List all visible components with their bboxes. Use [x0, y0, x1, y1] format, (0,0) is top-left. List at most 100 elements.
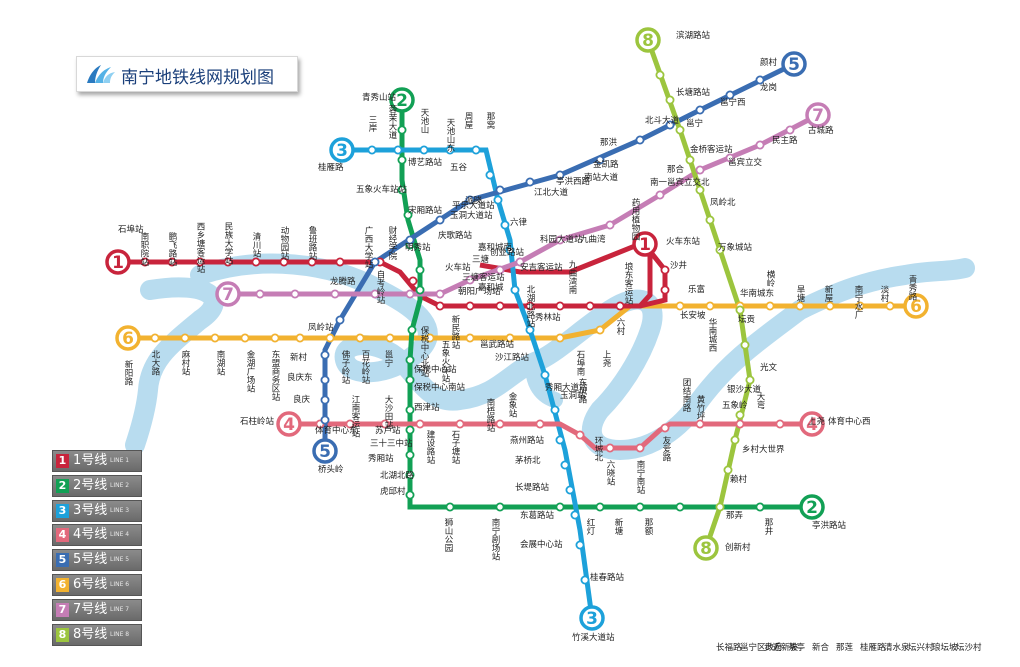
station-dot-line-3 [575, 540, 585, 550]
station-dot-line-2 [405, 375, 415, 385]
station-dot-line-4 [735, 419, 745, 429]
station-dot-line-6 [795, 301, 805, 311]
station-dot-line-7 [695, 165, 705, 175]
terminal-badge-line-7: 7 [805, 102, 831, 128]
station-label: 龙岗 [760, 82, 777, 93]
station-dot-line-6 [270, 333, 280, 343]
station-label: 五象岭 [722, 400, 748, 411]
terminal-badge-line-2: 2 [799, 494, 825, 520]
station-dot-line-2 [405, 405, 415, 415]
station-label: 六村 [615, 317, 625, 335]
station-label: 亭洪西路 [556, 176, 591, 187]
station-dot-line-3 [525, 325, 535, 335]
station-dot-line-2 [445, 502, 455, 512]
station-dot-line-3 [555, 435, 565, 445]
legend-swatch: 4 [56, 528, 69, 543]
station-dot-line-5 [665, 120, 675, 130]
station-label: 邕宁 [383, 349, 393, 367]
station-dot-line-8 [740, 340, 750, 350]
station-label: 西乡塘客运站 [195, 222, 205, 274]
station-label: 亭洪路站 [812, 520, 847, 531]
station-dot-line-7 [555, 235, 565, 245]
station-label: 天池山 [419, 108, 429, 134]
station-dot-line-4 [345, 419, 355, 429]
station-dot-line-2 [415, 265, 425, 275]
station-label: 南宁南站 [635, 459, 645, 495]
legend-line-name: 8号线 [73, 626, 108, 642]
station-label: 秀林站 [535, 312, 561, 323]
terminal-badge-line-7: 7 [215, 281, 241, 307]
station-label: 虎邱村 [380, 486, 406, 497]
station-label: 朝阳广场站 [458, 286, 501, 297]
station-dot-line-1 [660, 265, 670, 275]
station-dot-line-6 [465, 333, 475, 343]
terminal-badge-number: 6 [122, 329, 134, 349]
station-label: 天池山东 [445, 118, 455, 152]
station-label: 新村 [290, 352, 308, 363]
station-dot-line-6 [425, 333, 435, 343]
station-dot-line-7 [330, 289, 340, 299]
station-label: 那窝 [485, 112, 495, 130]
station-label: 坛沙村 [956, 642, 982, 653]
station-label: 银沙大道 [727, 384, 762, 395]
station-label: 步近新坡 [764, 642, 799, 653]
station-labels: 石埠站南职院站鹏飞路站西乡塘客运站民族大学站清川站动物园站鲁班路站广西大学站财经… [118, 30, 982, 653]
terminal-badge-number: 5 [788, 55, 800, 75]
legend-line-sub: LINE 3 [110, 506, 130, 514]
station-dot-line-5 [465, 195, 475, 205]
station-label: 五象火车站 [440, 340, 450, 383]
station-label: 万象城站 [718, 242, 753, 253]
station-label: 桥头岭 [318, 464, 344, 475]
station-label: 沙井 [670, 260, 687, 271]
station-dot-line-7 [290, 289, 300, 299]
station-dot-line-1 [615, 301, 625, 311]
station-label: 滨湖路站 [676, 30, 711, 41]
station-label: 南宁剧场站 [490, 517, 500, 561]
station-dot-line-6 [505, 333, 515, 343]
station-dot-line-8 [715, 245, 725, 255]
station-label: 上尧 [808, 416, 826, 427]
station-dot-line-2 [397, 155, 407, 165]
station-label: 新合 [812, 642, 830, 653]
station-dot-line-7 [370, 289, 380, 299]
station-label: 创新村 [725, 542, 751, 553]
station-dot-line-4 [495, 419, 505, 429]
station-label: 良庆东 [287, 372, 313, 383]
station-label: 保税中心站 [414, 364, 457, 375]
station-label: 南湖站 [215, 349, 225, 376]
legend-line-sub: LINE 1 [110, 457, 130, 464]
station-label: 沙江路站 [495, 352, 530, 363]
legend-swatch: 5 [56, 553, 69, 568]
terminal-badge-line-3: 3 [579, 605, 605, 631]
station-dot-line-3 [560, 460, 570, 470]
station-label: 那洪 [600, 137, 618, 148]
station-label: 东盟商务区站 [270, 349, 280, 402]
station-label: 华南城东 [740, 288, 774, 299]
station-dot-line-3 [471, 145, 481, 155]
station-label: 九曲湾南 [567, 260, 577, 294]
station-label: 长安坡 [680, 310, 706, 321]
terminal-badge-number: 3 [336, 141, 348, 161]
map-title: 南宁地铁线网规划图 [121, 68, 274, 88]
station-label: 埌东客运站 [623, 261, 633, 305]
station-dot-line-5 [370, 257, 380, 267]
station-dot-line-7 [465, 275, 475, 285]
station-dot-line-3 [493, 195, 503, 205]
stations [140, 70, 895, 585]
terminal-badge-number: 3 [586, 609, 598, 629]
station-label: 华南城西 [707, 317, 717, 353]
station-label: 颜村 [760, 57, 778, 68]
station-label: 环城北 [593, 436, 603, 462]
station-label: 龙腾路 [330, 276, 356, 287]
station-dot-line-3 [540, 370, 550, 380]
station-label: 东葛路站 [520, 510, 555, 521]
terminal-badge-line-2: 2 [389, 87, 415, 113]
station-dot-line-4 [635, 443, 645, 453]
station-label: 科园大道站 [540, 234, 583, 245]
